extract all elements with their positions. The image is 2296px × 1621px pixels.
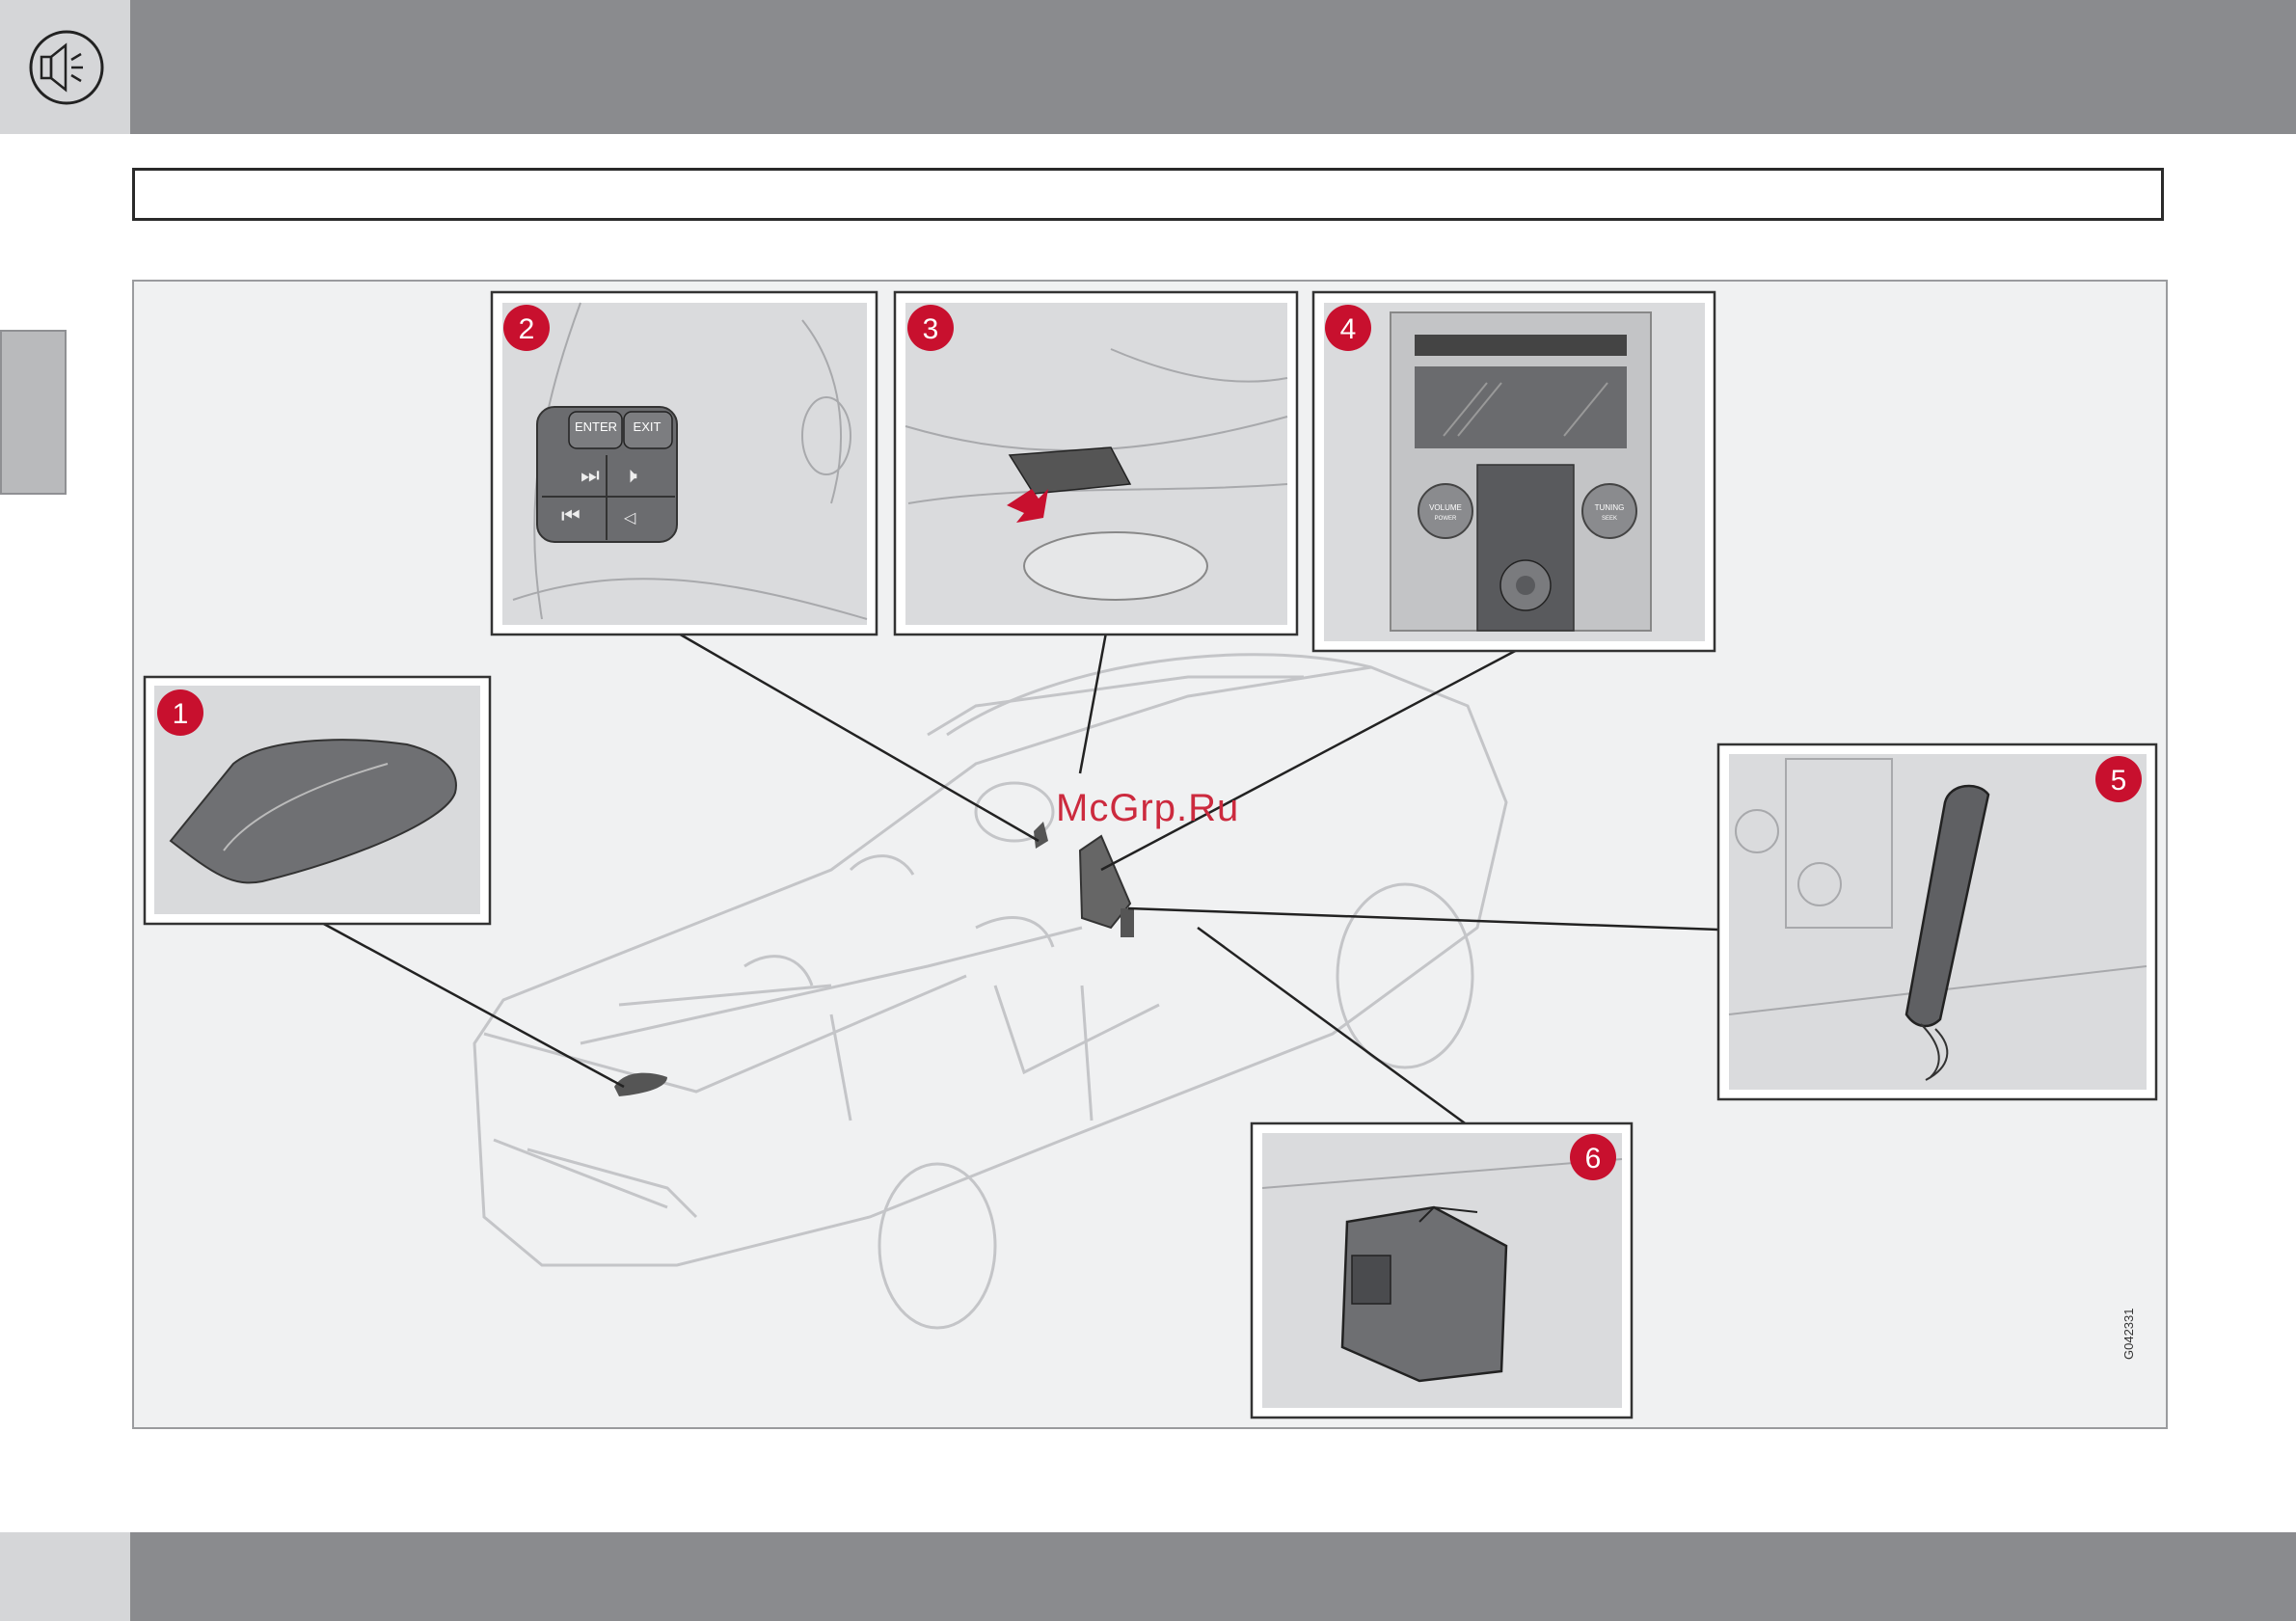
car-keypad-mark xyxy=(1034,822,1048,849)
speaker-icon xyxy=(0,0,130,134)
volume-knob-sublabel: POWER xyxy=(1435,516,1457,522)
illustration-svg: 1 ENTER EXIT ⏭ 🕨 ⏮ ◁ 2 xyxy=(134,282,2168,1429)
section-title-frame xyxy=(132,168,2164,221)
chapter-tab xyxy=(0,330,67,495)
car-handset-mark xyxy=(1080,836,1134,937)
panel-3-mirror xyxy=(1024,532,1207,600)
enter-key-label: ENTER xyxy=(575,419,617,434)
prev-key-icon: ⏮ xyxy=(561,503,581,527)
phone-system-illustration: 1 ENTER EXIT ⏭ 🕨 ⏮ ◁ 2 xyxy=(132,280,2168,1429)
callout-4-number: 4 xyxy=(1340,313,1357,345)
callout-6-number: 6 xyxy=(1585,1143,1602,1175)
volume-up-key-icon: 🕨 xyxy=(624,463,637,487)
callout-1-number: 1 xyxy=(173,698,189,730)
callout-3-number: 3 xyxy=(923,313,939,345)
footer-bar xyxy=(0,1532,2296,1621)
header-icon-box xyxy=(0,0,130,134)
footer-page-box xyxy=(0,1532,130,1621)
tuning-knob-sublabel: SEEK xyxy=(1602,516,1617,522)
leader-lines xyxy=(320,633,1718,1125)
figure-code: G042331 xyxy=(2121,1309,2136,1361)
callout-5-number: 5 xyxy=(2111,765,2127,797)
exit-key-label: EXIT xyxy=(634,419,662,434)
header-bar xyxy=(0,0,2296,134)
tuning-knob-label: TUNING xyxy=(1595,503,1625,512)
callout-2-number: 2 xyxy=(519,313,535,345)
next-key-icon: ⏭ xyxy=(581,463,600,487)
volume-down-key-icon: ◁ xyxy=(624,510,636,527)
watermark-text: McGrp.Ru xyxy=(1056,787,1239,830)
volume-knob-label: VOLUME xyxy=(1429,503,1462,512)
panel-4-display xyxy=(1415,366,1627,448)
